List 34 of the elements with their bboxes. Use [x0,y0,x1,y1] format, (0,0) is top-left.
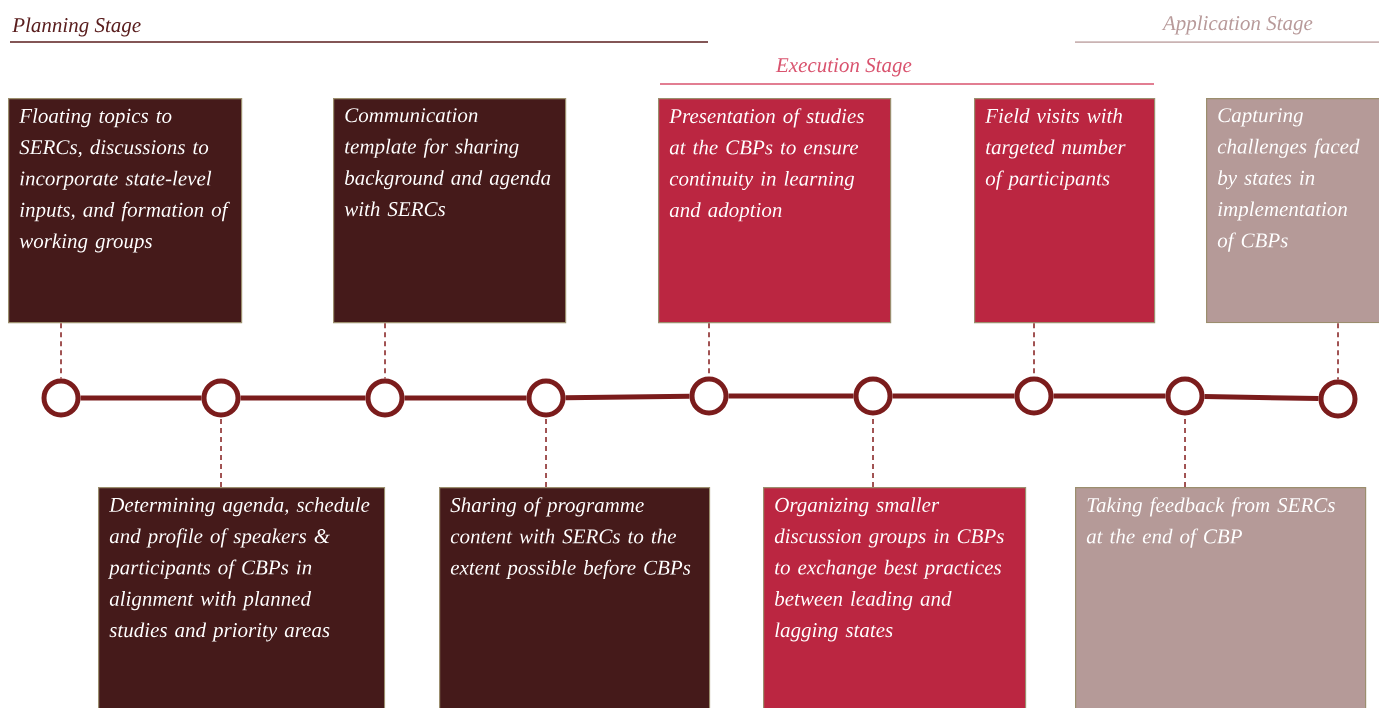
step-box: Sharing of programme content with SERCs to the extent possible before CBPs [439,487,711,708]
connector-line [892,393,1015,399]
milestone-circle [1318,379,1358,419]
connector-line [728,393,854,399]
step-box: Organizing smaller discussion groups in CBPs to exchange best practices between leading and lagging states [763,487,1027,708]
step-box: Capturing challenges faced by states in implementation of CBPs [1206,98,1379,324]
step-box: Field visits with targeted number of participants [974,98,1156,324]
milestone-circle [853,376,893,416]
stage-heading: Planning Stage [12,17,141,37]
connector-line [1204,393,1319,402]
milestone-circle [41,378,81,418]
connector-line [384,322,386,380]
milestone-circle [526,378,566,418]
connector-line [404,395,527,401]
step-box: Presentation of studies at the CBPs to ensure continuity in learning and adoption [658,98,892,324]
stage-heading: Execution Stage [775,58,912,77]
step-box: Communication template for sharing background and agenda with SERCs [333,98,567,324]
connector-line [60,322,62,380]
connector-line [565,393,690,401]
connector-line [80,395,202,401]
step-box: Taking feedback from SERCs at the end of CBP [1075,487,1367,708]
step-box: Determining agenda, schedule and profile of speakers & participants of CBPs in alignment with planned studies and priority areas [98,487,386,708]
stage-heading: Application Stage [1161,15,1313,35]
connector-line [220,416,222,488]
connector-line [240,395,366,401]
connector-line [1337,322,1339,381]
milestone-circle [689,376,729,416]
milestone-circle [201,378,241,418]
milestone-circle [1014,376,1054,416]
connector-line [1053,393,1166,399]
step-box: Floating topics to SERCs, discussions to incorporate state-level inputs, and formation of working groups [8,98,243,324]
milestone-circle [365,378,405,418]
connector-line [545,416,547,488]
milestone-circle [1165,376,1205,416]
